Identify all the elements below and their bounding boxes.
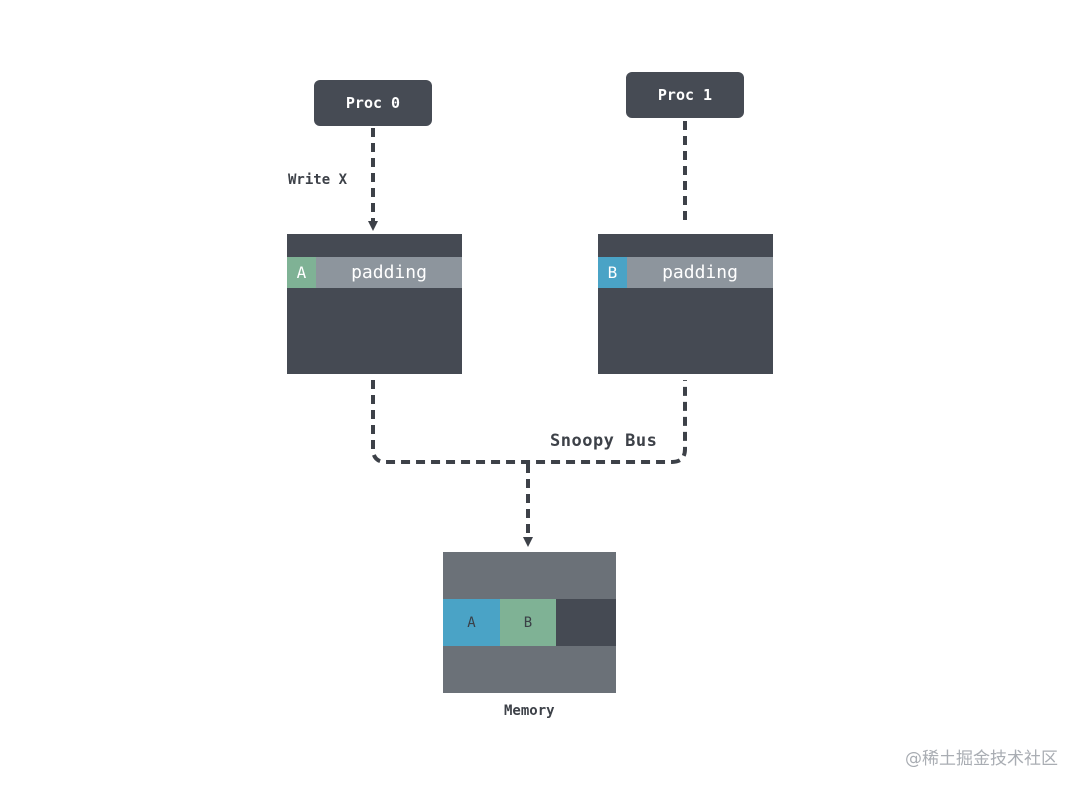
memory-cell-a: A	[443, 599, 500, 646]
memory-cell-empty	[556, 599, 616, 646]
proc-0-label: Proc 0	[345, 94, 401, 112]
cache-value-b: B	[598, 257, 627, 288]
snoopy-bus-label: Snoopy Bus	[550, 431, 658, 451]
cache-line: A padding	[287, 257, 462, 288]
proc-0-cache: A padding	[287, 234, 462, 374]
watermark: @稀土掘金技术社区	[905, 749, 1058, 769]
memory-cell-b: B	[500, 599, 556, 646]
proc-0-box: Proc 0	[314, 80, 432, 126]
proc-1-box: Proc 1	[626, 72, 744, 118]
proc-1-cache: B padding	[598, 234, 773, 374]
cache-padding: padding	[351, 262, 427, 283]
memory-label: Memory	[504, 703, 555, 719]
cache-value-a: A	[287, 257, 316, 288]
memory-row: A B	[443, 599, 616, 646]
cache-padding: padding	[662, 262, 738, 283]
write-x-label: Write X	[288, 172, 348, 188]
memory-block: A B	[443, 552, 616, 693]
cache-line: B padding	[598, 257, 773, 288]
proc-1-label: Proc 1	[657, 86, 713, 104]
bus-path	[371, 380, 687, 464]
